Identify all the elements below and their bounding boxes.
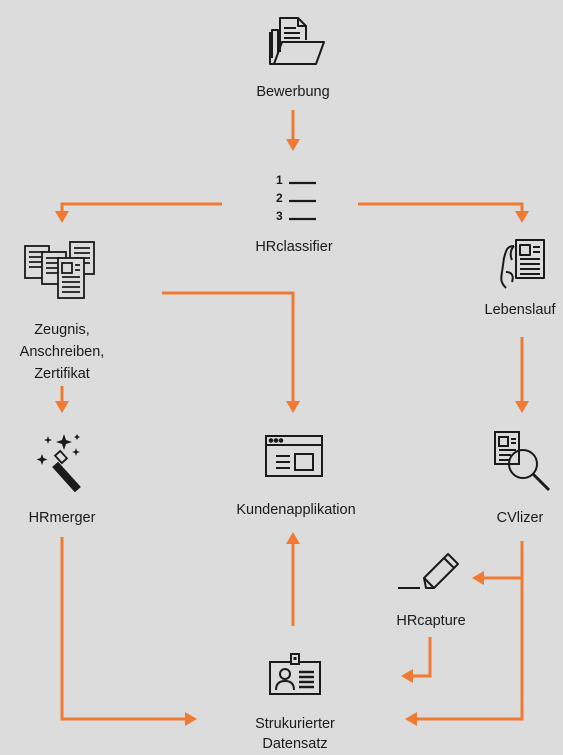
stacked-documents-icon	[24, 241, 95, 299]
arrowhead	[185, 712, 197, 726]
node-label-cvlizer: CVlizer	[496, 510, 544, 526]
arrow-hrcapture-to-datensatz	[412, 637, 432, 678]
document-search-icon	[494, 431, 551, 492]
list-number-3: 3	[276, 209, 283, 223]
pen-signature-icon	[398, 553, 459, 589]
arrowhead	[472, 571, 484, 585]
arrowhead	[55, 401, 69, 413]
arrowhead	[286, 532, 300, 544]
arrowhead	[286, 139, 300, 151]
node-label-hrcapture: HRcapture	[396, 613, 466, 629]
node-label-hrmerger: HRmerger	[28, 510, 96, 526]
arrow-hrmerger-to-datensatz	[60, 537, 186, 721]
node-label-zeugnis-line1: Zeugnis,	[34, 322, 90, 338]
node-label-hrclassifier: HRclassifier	[255, 239, 333, 255]
node-label-bewerbung: Bewerbung	[256, 84, 330, 100]
node-label-lebenslauf: Lebenslauf	[484, 302, 556, 318]
arrowhead	[515, 401, 529, 413]
arrowhead	[515, 211, 529, 223]
arrowhead	[286, 401, 300, 413]
arrow-zeugnis-to-kundenapp	[162, 291, 295, 402]
arrowhead	[401, 669, 413, 683]
folder-documents-icon	[269, 17, 325, 65]
arrow-classifier-to-lebenslauf	[358, 202, 524, 212]
magic-wand-icon	[36, 434, 81, 492]
node-label-datensatz-line2: Datensatz	[262, 736, 328, 752]
arrow-cvlizer-to-datensatz	[416, 541, 524, 721]
node-label-zeugnis-line2: Anschreiben,	[19, 344, 105, 360]
list-number-1: 1	[276, 173, 283, 187]
application-window-icon	[265, 435, 323, 477]
arrowhead	[55, 211, 69, 223]
arrow-classifier-to-zeugnis	[60, 202, 222, 212]
numbered-list-icon: 1 2 3	[276, 173, 316, 223]
list-number-2: 2	[276, 191, 283, 205]
cv-document-icon	[500, 239, 545, 289]
arrowhead	[405, 712, 417, 726]
node-label-kundenapplikation: Kundenapplikation	[236, 502, 356, 518]
node-label-datensatz-line1: Strukurierter	[255, 716, 335, 732]
id-card-icon	[269, 653, 321, 695]
node-label-zeugnis-line3: Zertifikat	[34, 366, 90, 382]
